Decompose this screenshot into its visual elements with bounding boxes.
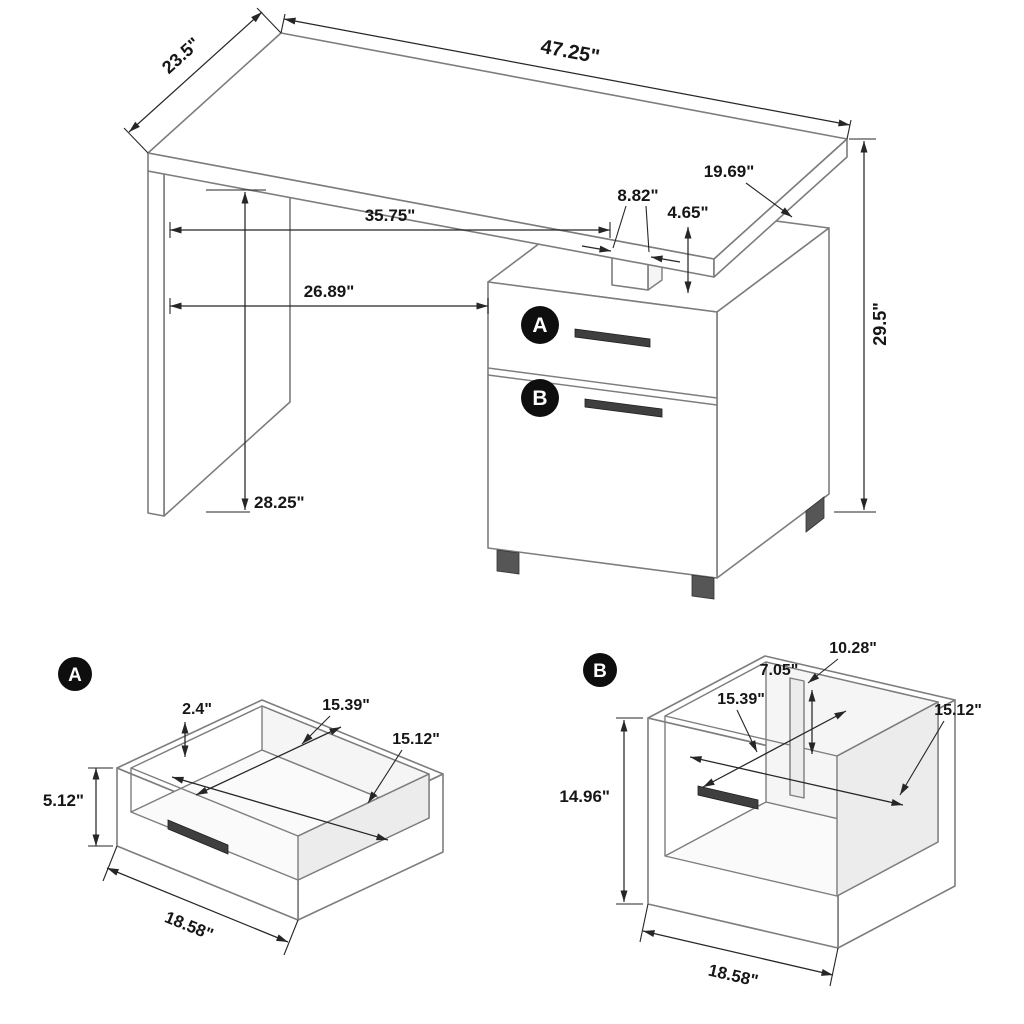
drawer-a-handle xyxy=(574,328,651,348)
cabinet-feet xyxy=(496,496,825,600)
dim-label-a-front-width: 18.58" xyxy=(162,908,216,945)
drawer-b-detail-view: B 14.96" 18.58" xyxy=(559,640,981,991)
badge-circle xyxy=(521,306,559,344)
dim-label-support-gap: 4.65" xyxy=(667,203,708,222)
dimension-line xyxy=(171,776,389,841)
dim-label-a-front-height: 5.12" xyxy=(43,791,84,810)
drawer-a-detail-view: A 5.12" 18.58" xyxy=(43,657,444,956)
dim-support-width: 8.82" xyxy=(581,186,681,263)
dim-label-kneehole-width: 26.89" xyxy=(304,282,355,301)
dim-overall-height: 29.5" xyxy=(834,138,890,513)
dimension-line xyxy=(642,930,834,976)
leader-line xyxy=(745,182,793,218)
cabinet-foot xyxy=(805,496,825,533)
dim-b-inner-width: 15.12" xyxy=(689,702,982,806)
main-desk-view: 47.25" 23.5" 35.75" 26.89" xyxy=(123,7,890,600)
badge-letter: A xyxy=(532,314,547,337)
dim-label-kneehole-height: 28.25" xyxy=(254,493,305,512)
extension-tick xyxy=(645,205,650,253)
extension-tick xyxy=(612,205,627,249)
badge-letter: B xyxy=(532,387,547,410)
dim-label-a-inner-depth-small: 2.4" xyxy=(182,701,212,718)
dim-label-a-inner-width: 15.12" xyxy=(392,731,440,748)
cabinet-foot xyxy=(496,549,520,575)
dim-b-front-height: 14.96" xyxy=(559,717,643,905)
cabinet-front-face xyxy=(487,281,718,579)
badge-letter: A xyxy=(68,665,82,686)
dim-a-front-height: 5.12" xyxy=(43,767,113,847)
dim-b-top-depth: 10.28" xyxy=(807,640,877,684)
badge-circle xyxy=(521,379,559,417)
dim-label-support-width: 8.82" xyxy=(617,186,658,205)
cabinet-foot xyxy=(691,574,715,600)
dim-support-gap: 4.65" xyxy=(667,203,709,293)
dim-a-inner-width: 15.12" xyxy=(171,731,440,841)
extension-tick xyxy=(283,919,299,956)
badge-letter: B xyxy=(593,661,607,682)
dimension-arrow xyxy=(581,245,612,253)
extension-tick xyxy=(256,7,282,34)
leader-line xyxy=(807,658,839,684)
dimension-line xyxy=(689,756,904,806)
dimension-arrow xyxy=(650,255,681,263)
drawer-a-view-badge: A xyxy=(58,657,92,691)
extension-tick xyxy=(102,845,118,882)
badge-circle xyxy=(58,657,92,691)
drawer-b-view-badge: B xyxy=(583,653,617,687)
dim-label-b-inner-upper-height: 7.05" xyxy=(760,662,799,679)
leader-line xyxy=(899,720,945,796)
drawer-divider-line xyxy=(487,374,718,406)
dim-label-b-front-width: 18.58" xyxy=(706,961,760,991)
drawer-b-geometry xyxy=(647,655,956,949)
drawer-a-badge: A xyxy=(521,306,559,344)
dim-label-top-overhang: 19.69" xyxy=(704,162,755,181)
dimension-line xyxy=(106,867,289,943)
dim-label-b-front-height: 14.96" xyxy=(559,787,610,806)
extension-tick xyxy=(829,947,839,987)
extension-tick xyxy=(846,119,852,140)
dimension-line xyxy=(283,17,851,127)
dim-a-inner-depth-small: 2.4" xyxy=(181,701,212,757)
drawer-b-badge: B xyxy=(521,379,559,417)
drawer-b-handle xyxy=(584,398,663,418)
dim-label-a-inner-depth: 15.39" xyxy=(322,697,370,714)
extension-tick xyxy=(639,903,649,943)
extension-tick xyxy=(280,13,286,34)
dim-label-b-inner-depth: 15.39" xyxy=(717,691,765,708)
dimension-line xyxy=(128,11,263,133)
dim-kneehole-height: 28.25" xyxy=(206,189,305,513)
left-panel-front-edge xyxy=(147,170,165,517)
badge-circle xyxy=(583,653,617,687)
drawer-divider-line xyxy=(487,367,718,399)
dim-top-overhang: 19.69" xyxy=(704,162,793,218)
dim-label-b-inner-width: 15.12" xyxy=(934,702,982,719)
extension-tick xyxy=(123,127,149,154)
dim-label-inner-width: 35.75" xyxy=(365,206,416,225)
dim-label-overall-height: 29.5" xyxy=(870,302,890,346)
dim-kneehole-width: 26.89" xyxy=(169,282,489,314)
dim-label-top-length: 47.25" xyxy=(539,36,602,69)
dim-label-b-top-depth: 10.28" xyxy=(829,640,877,657)
